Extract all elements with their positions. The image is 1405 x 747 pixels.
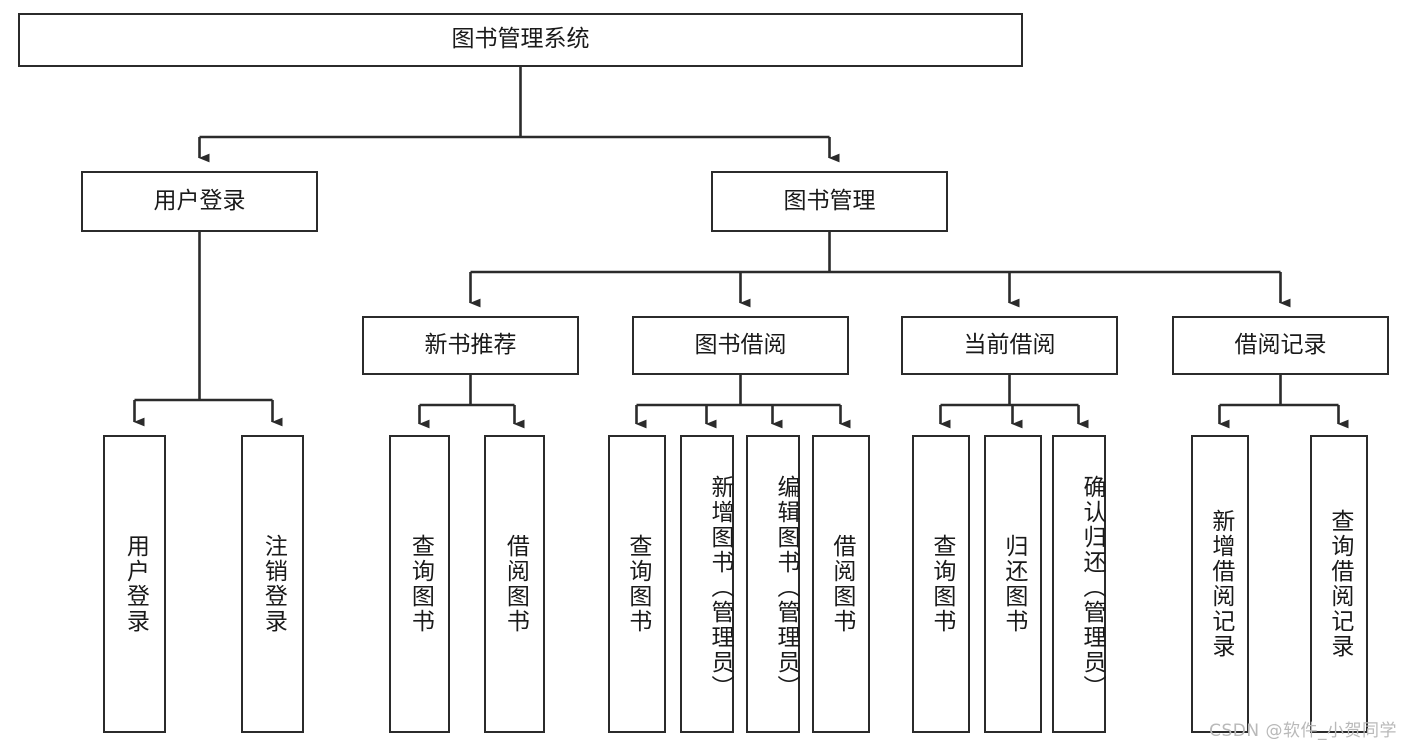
node-borrow-record-label: 借阅记录 <box>1234 331 1327 358</box>
node-leaf-cur-return-book-label: 归还图书 <box>1000 534 1027 634</box>
node-leaf-rec-query-book-label: 查询图书 <box>407 534 434 634</box>
node-leaf-cur-query-book[interactable]: 查询图书 <box>912 435 970 733</box>
node-book-borrow-label: 图书借阅 <box>694 331 787 358</box>
node-current-borrow-label: 当前借阅 <box>963 331 1056 358</box>
node-current-borrow[interactable]: 当前借阅 <box>901 316 1118 375</box>
node-leaf-rec-query-record[interactable]: 查询借阅记录 <box>1310 435 1368 733</box>
node-leaf-cur-query-book-label: 查询图书 <box>928 534 955 634</box>
node-leaf-rec-query-record-label: 查询借阅记录 <box>1326 509 1353 659</box>
node-borrow-record[interactable]: 借阅记录 <box>1172 316 1389 375</box>
node-book-manage-label: 图书管理 <box>783 187 876 214</box>
node-leaf-borrow-edit-book-label: 编辑图书（管理员） <box>773 474 799 700</box>
node-leaf-rec-borrow-book[interactable]: 借阅图书 <box>484 435 545 733</box>
node-book-manage[interactable]: 图书管理 <box>711 171 948 232</box>
node-leaf-borrow-borrow-book[interactable]: 借阅图书 <box>812 435 870 733</box>
node-root-label: 图书管理系统 <box>451 26 590 53</box>
node-leaf-borrow-borrow-book-label: 借阅图书 <box>828 534 855 634</box>
node-root[interactable]: 图书管理系统 <box>18 13 1023 67</box>
node-leaf-rec-add-record-label: 新增借阅记录 <box>1207 509 1234 659</box>
node-new-book-recommend[interactable]: 新书推荐 <box>362 316 579 375</box>
node-leaf-borrow-add-book[interactable]: 新增图书（管理员） <box>680 435 734 733</box>
node-leaf-borrow-query-book-label: 查询图书 <box>624 534 651 634</box>
node-leaf-borrow-add-book-label: 新增图书（管理员） <box>707 474 733 700</box>
node-leaf-borrow-edit-book[interactable]: 编辑图书（管理员） <box>746 435 800 733</box>
node-leaf-borrow-query-book[interactable]: 查询图书 <box>608 435 666 733</box>
node-new-book-recommend-label: 新书推荐 <box>424 331 517 358</box>
node-leaf-cur-confirm-return[interactable]: 确认归还（管理员） <box>1052 435 1106 733</box>
node-user-login-label: 用户登录 <box>153 187 246 214</box>
node-leaf-cur-confirm-return-label: 确认归还（管理员） <box>1079 474 1105 700</box>
node-leaf-cur-return-book[interactable]: 归还图书 <box>984 435 1042 733</box>
node-leaf-rec-borrow-book-label: 借阅图书 <box>502 534 529 634</box>
node-leaf-user-logout-label: 注销登录 <box>260 534 287 634</box>
node-book-borrow[interactable]: 图书借阅 <box>632 316 849 375</box>
csdn-watermark: CSDN @软件_小贺同学 <box>1209 721 1397 741</box>
node-leaf-user-logout[interactable]: 注销登录 <box>241 435 304 733</box>
node-leaf-rec-query-book[interactable]: 查询图书 <box>389 435 450 733</box>
node-leaf-user-login[interactable]: 用户登录 <box>103 435 166 733</box>
node-user-login[interactable]: 用户登录 <box>81 171 318 232</box>
node-leaf-user-login-label: 用户登录 <box>122 534 149 634</box>
node-leaf-rec-add-record[interactable]: 新增借阅记录 <box>1191 435 1249 733</box>
